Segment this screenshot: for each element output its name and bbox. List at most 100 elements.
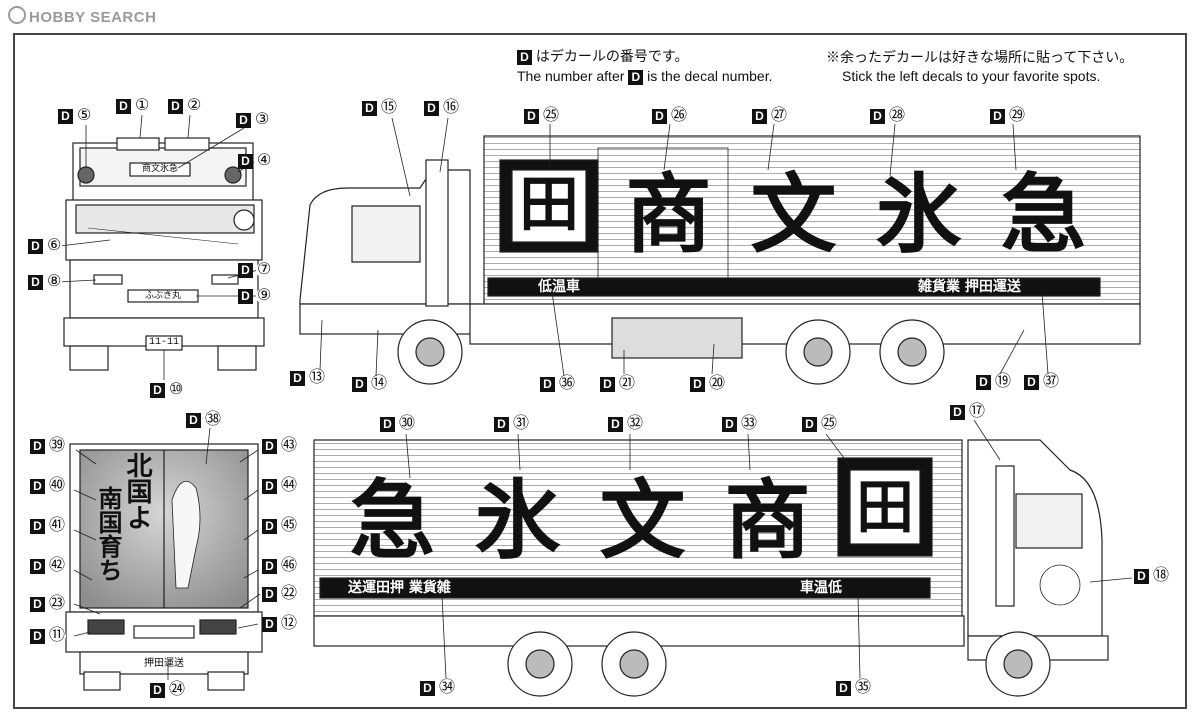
decal-number: ㉑ xyxy=(618,375,637,392)
decal-marker: D xyxy=(30,518,45,534)
note-en-leftover: Stick the left decals to your favorite s… xyxy=(842,68,1101,84)
decal-marker: D xyxy=(517,49,532,65)
bottom-stripe-left: 送運田押 業貨雑 xyxy=(348,580,451,596)
decal-marker: D xyxy=(976,374,991,390)
decal-number: ② xyxy=(186,97,203,114)
decal-number: ⑦ xyxy=(256,261,273,278)
decal-marker: D xyxy=(290,370,305,386)
decal-marker: D xyxy=(30,628,45,644)
decal-number: ⑲ xyxy=(994,373,1013,390)
logo-icon xyxy=(8,6,26,24)
decal-number: ⑩ xyxy=(168,381,185,398)
note-en-post: is the decal number. xyxy=(647,68,773,84)
decal-marker: D xyxy=(494,416,509,432)
decal-number: ㉕ xyxy=(820,415,839,432)
decal-marker: D xyxy=(30,596,45,612)
decal-number: ㊹ xyxy=(280,477,299,494)
decal-number: ㉓ xyxy=(48,595,67,612)
front-visor-text: 商文氷急 xyxy=(141,164,178,174)
decal-number: ㉜ xyxy=(626,415,645,432)
decal-number: ㉛ xyxy=(512,415,531,432)
side-view-top xyxy=(299,135,1141,385)
decal-marker: D xyxy=(238,262,253,278)
decal-number: ㉗ xyxy=(770,107,789,124)
decal-number: ③ xyxy=(254,111,271,128)
decal-number: ㊻ xyxy=(280,557,299,574)
decal-number: ㉘ xyxy=(888,107,907,124)
char-2: 氷 xyxy=(474,469,561,571)
decal-marker: D xyxy=(150,682,165,698)
decal-marker: D xyxy=(524,108,539,124)
front-panel-text: ふぶき丸 xyxy=(144,291,181,301)
decal-number: ㉔ xyxy=(168,681,187,698)
decal-marker: D xyxy=(1134,568,1149,584)
decal-marker: D xyxy=(186,412,201,428)
char-3: 氷 xyxy=(875,163,962,265)
leader-lines xyxy=(57,114,1133,680)
decal-marker: D xyxy=(238,153,253,169)
rear-vertical-text-1: 北国よ xyxy=(122,452,152,530)
decal-number: ㊳ xyxy=(204,411,223,428)
front-plate: 11-11 xyxy=(148,337,179,348)
decal-number: ㊵ xyxy=(48,477,67,494)
decal-marker: D xyxy=(116,98,131,114)
top-stripe-right: 雑貨業 押田運送 xyxy=(918,279,1021,295)
decal-number: ㉒ xyxy=(280,585,299,602)
decal-number: ⑳ xyxy=(708,375,727,392)
decal-marker: D xyxy=(802,416,817,432)
decal-marker: D xyxy=(262,586,277,602)
decal-number: ⑬ xyxy=(308,369,327,386)
note-jp-decal: D はデカールの番号です。 xyxy=(517,46,689,66)
decal-marker: D xyxy=(352,376,367,392)
decal-marker: D xyxy=(262,616,277,632)
decal-number: ⑪ xyxy=(48,627,67,644)
front-view xyxy=(63,137,265,371)
decal-number: ⑨ xyxy=(256,287,273,304)
char-4: 急 xyxy=(1000,163,1087,265)
decal-marker: D xyxy=(30,478,45,494)
char-4: 商 xyxy=(724,469,811,571)
decal-number: ㉟ xyxy=(854,679,873,696)
note-jp-decal-text: はデカールの番号です。 xyxy=(535,48,689,64)
decal-marker: D xyxy=(950,404,965,420)
decal-number: ㉞ xyxy=(438,679,457,696)
decal-number: ⑧ xyxy=(46,273,63,290)
decal-marker: D xyxy=(690,376,705,392)
rear-vertical-text-2: 南国育ち xyxy=(94,486,123,582)
decal-number: ⑥ xyxy=(46,237,63,254)
decal-number: ㊷ xyxy=(48,557,67,574)
rear-bumper-text: 押田運送 xyxy=(144,658,184,669)
top-stripe-left: 低温車 xyxy=(538,279,580,295)
decal-number: ㊱ xyxy=(558,375,577,392)
decal-marker: D xyxy=(28,238,43,254)
